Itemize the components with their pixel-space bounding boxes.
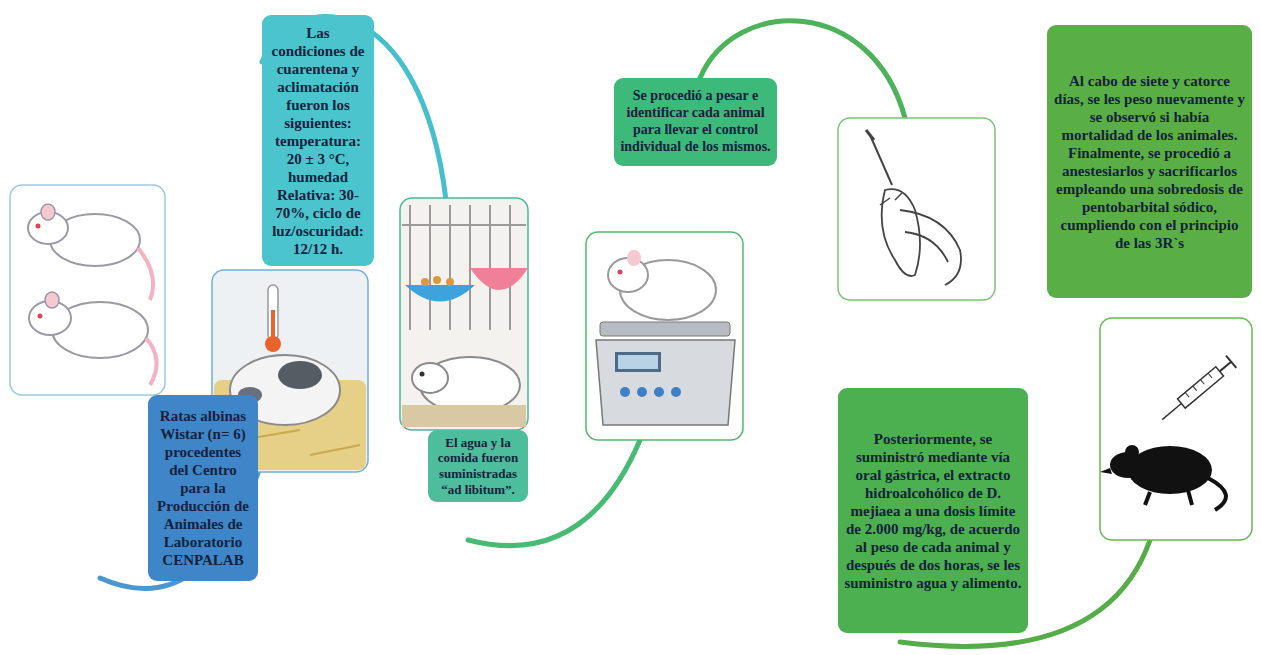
injection-picture-part-part [1185,373,1212,397]
injection-picture-part [1100,468,1112,474]
process-box: Ratas albinas Wistar (n= 6) procedentes … [148,395,258,581]
process-box: Las condiciones de cuarentena y aclimata… [262,15,374,266]
scale-picture-part [586,232,743,440]
process-box: Al cabo de siete y catorce días, se les … [1047,25,1252,298]
injection-picture-part [1157,356,1236,426]
scale-picture-part [654,387,664,397]
flow-arc [100,17,1150,647]
cage-picture-part [405,285,475,302]
step-text: Las condiciones de cuarentena y aclimata… [268,24,368,258]
cage-picture [400,198,528,430]
step-text: Ratas albinas Wistar (n= 6) procedentes … [154,407,252,569]
gavage-sketch [838,118,995,300]
step-text: Se procedió a pesar e identificar cada a… [620,88,771,155]
step-text: El agua y la comida fueron suministradas… [434,435,522,497]
scale-picture [586,232,743,440]
gavage-sketch-part [900,210,961,285]
scale-picture-part [615,352,661,372]
cage-picture-part [412,363,448,393]
gavage-sketch-part [870,135,892,185]
injection-picture-part [1125,445,1139,459]
thermometer-picture-part [271,310,275,340]
injection-picture-part [1208,478,1226,510]
cage-picture-part [402,405,526,427]
injection-picture-part-part [1220,362,1231,372]
cage-picture-part [420,372,425,377]
rats-picture-part [36,224,41,229]
injection-picture-part-part [1178,367,1224,408]
injection-picture-part [1100,318,1252,540]
step-text: Al cabo de siete y catorce días, se les … [1053,72,1246,252]
scale-picture-part [637,387,647,397]
gavage-sketch-part [838,118,995,300]
cage-picture-part [400,198,528,430]
scale-picture-part [600,322,730,336]
scale-picture-part [627,250,641,266]
thermometer-picture-part [268,285,278,340]
scale-picture-part [608,258,648,292]
rats-picture-part [41,204,55,220]
gavage-sketch-part [880,193,902,205]
scale-picture-part [618,355,658,369]
step-text: Posteriormente, se suministró mediante v… [844,430,1022,592]
scale-picture-part [671,387,681,397]
injection-picture-part-part [1226,356,1236,368]
cage-picture-part [446,278,454,286]
rats-picture-part [45,292,59,308]
cage-picture-part [421,278,429,286]
injection-picture-part [1145,490,1192,505]
scale-picture-part [596,340,735,425]
scale-picture-part [620,387,630,397]
scale-picture-part [618,270,623,275]
gavage-sketch-part [882,189,920,276]
gavage-sketch-part [866,130,874,140]
cage-picture-part [402,205,526,330]
cage-picture-part [433,276,441,284]
rats-picture [10,185,165,395]
thermometer-picture-part [265,336,281,352]
injection-picture-part-part [1162,404,1181,420]
rats-picture-part [10,185,165,395]
process-box: Se procedió a pesar e identificar cada a… [614,78,777,166]
rats-picture-part [138,248,153,300]
thermometer-picture-part [278,361,322,389]
injection-picture [1100,318,1252,540]
process-box: El agua y la comida fueron suministradas… [428,430,528,502]
process-box: Posteriormente, se suministró mediante v… [838,388,1028,633]
rats-picture-part [38,314,43,319]
cage-picture-part [470,268,528,290]
rats-picture-part [146,338,157,385]
